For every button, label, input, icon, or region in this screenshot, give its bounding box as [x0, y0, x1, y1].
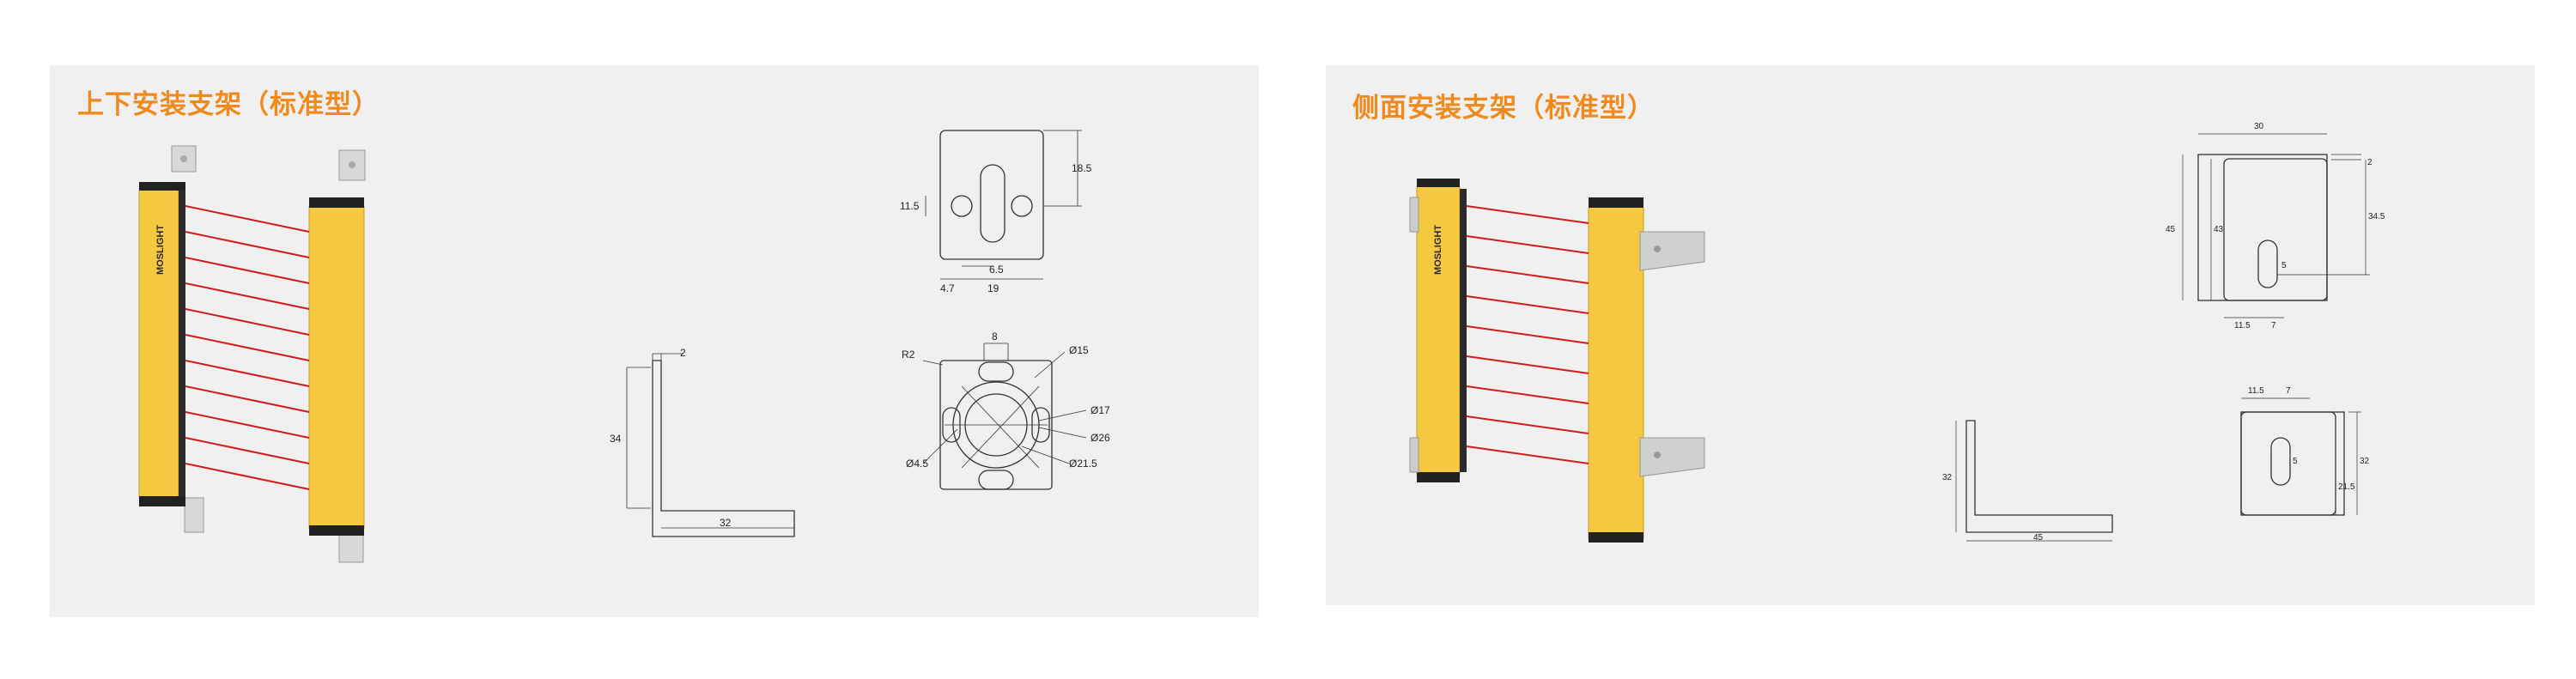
light-beams [1466, 205, 1589, 464]
dim-label: 32 [2360, 457, 2370, 466]
dim-label: R2 [902, 349, 915, 361]
dim-label: 4.7 [940, 282, 955, 294]
dim-label: 34 [610, 433, 622, 445]
dim-label: Ø21.5 [1069, 458, 1097, 470]
dim-label: 7 [2286, 386, 2291, 396]
dim-label: 45 [2033, 533, 2044, 543]
dim-label: Ø17 [1091, 404, 1110, 416]
dim-label: Ø26 [1091, 432, 1110, 444]
dim-label: 2 [680, 347, 686, 359]
dim-label: Ø4.5 [906, 458, 928, 470]
left-bracket-drawing: 2 34 32 [610, 347, 795, 537]
light-beams [185, 205, 310, 490]
dim-label: 32 [720, 517, 732, 529]
right-bracket-drawing: 32 45 [1942, 420, 2113, 543]
dim-label: 6.5 [989, 264, 1004, 276]
receiver-housing [308, 203, 365, 531]
emitter-brand-label: MOSLIGHT [155, 225, 166, 275]
dim-label: 11.5 [2234, 321, 2251, 330]
dim-label: 2 [2367, 158, 2372, 167]
dim-label: 30 [2254, 122, 2264, 131]
right-panel-title: 侧面安装支架（标准型） [1352, 93, 1655, 124]
bracket-icon [1639, 231, 1705, 477]
dim-label: 5 [2293, 457, 2298, 466]
left-plate-drawing: 18.5 11.5 6.5 4.7 19 [900, 130, 1092, 294]
left-round-drawing: R2 8 Ø15 Ø17 Ø26 Ø4.5 Ø21.5 [902, 330, 1110, 490]
dim-label: 21.5 [2338, 482, 2355, 492]
right-light-curtain-illustration: MOSLIGHT [1409, 179, 1705, 543]
dim-label: 43 [2214, 225, 2224, 234]
dim-label: 34.5 [2368, 212, 2385, 221]
left-light-curtain-illustration: MOSLIGHT [138, 145, 366, 563]
dim-label: 5 [2281, 261, 2287, 270]
dim-label: 8 [992, 330, 998, 343]
right-plate-drawing: 11.5 7 32 21.5 5 [2240, 386, 2370, 516]
dim-label: 32 [1942, 473, 1953, 482]
dim-label: Ø15 [1069, 344, 1089, 356]
left-panel-title: 上下安装支架（标准型） [77, 89, 380, 120]
dim-label: 11.5 [2248, 386, 2264, 396]
dim-label: 7 [2271, 321, 2276, 330]
dim-label: 18.5 [1072, 162, 1092, 174]
left-panel [50, 65, 1259, 617]
dim-label: 45 [2166, 225, 2176, 234]
receiver-housing [1588, 205, 1644, 542]
right-top-drawing: 30 2 45 43 34.5 5 11.5 7 [2166, 122, 2385, 330]
emitter-brand-label: MOSLIGHT [1433, 225, 1443, 275]
dim-label: 19 [987, 282, 999, 294]
bracket-icon [171, 145, 204, 533]
dim-label: 11.5 [900, 200, 920, 212]
